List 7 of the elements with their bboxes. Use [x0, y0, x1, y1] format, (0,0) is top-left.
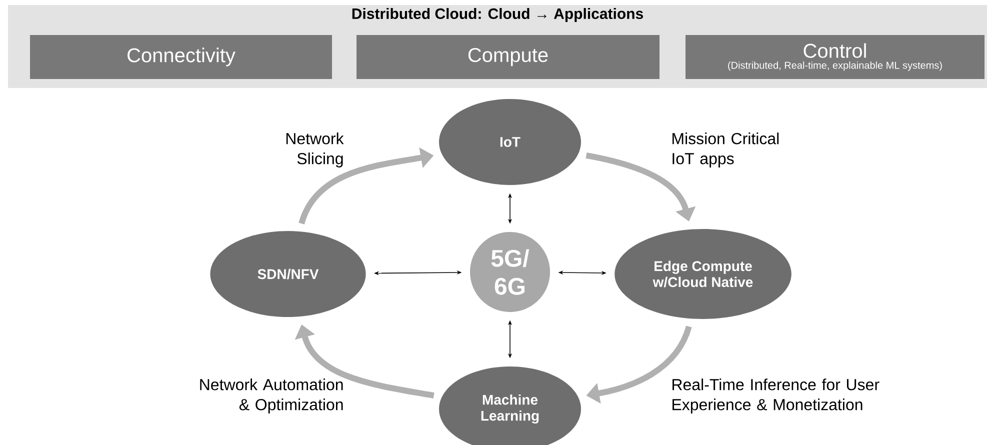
edge-label: Network Automation & Optimization	[200, 378, 343, 414]
category-box: Compute	[356, 35, 660, 79]
edge-label: Mission Critical IoT apps	[672, 132, 779, 168]
category-box: Connectivity	[30, 35, 332, 79]
category-box: Control (Distributed, Real-time, explainable ML systems)	[686, 35, 985, 79]
edge-label: Network Slicing	[286, 132, 344, 168]
edge-label: Real-Time Inference for User Experience & Monetization	[672, 378, 880, 414]
